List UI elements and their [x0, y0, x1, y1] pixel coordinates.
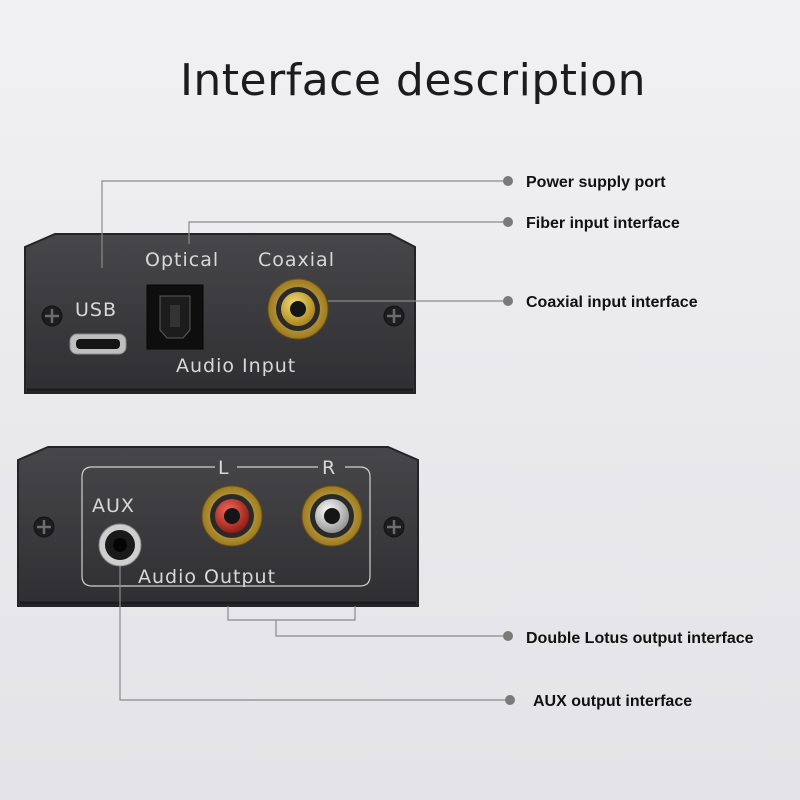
output-frame: [81, 466, 371, 587]
audio-input-label: Audio Input: [176, 355, 296, 377]
coaxial-port-icon: [267, 278, 329, 340]
callout-power-supply: Power supply port: [526, 174, 666, 191]
page-title: Interface description: [180, 55, 646, 106]
screw-icon: [383, 305, 405, 327]
fiber-leader-line: [188, 221, 506, 244]
coaxial-leader-dot: [503, 296, 513, 306]
aux-leader-dot: [505, 695, 515, 705]
callout-double-lotus-output: Double Lotus output interface: [526, 630, 754, 647]
rca-left-port-icon: [201, 485, 263, 547]
aux-leader-line: [119, 566, 508, 701]
aux-jack-icon: [98, 523, 142, 567]
callout-coaxial-input: Coaxial input interface: [526, 294, 698, 311]
leader-lines: [101, 176, 515, 705]
power-leader-line: [101, 180, 506, 268]
rca-right-port-icon: [301, 485, 363, 547]
aux-label: AUX: [92, 495, 135, 517]
optical-label: Optical: [145, 249, 219, 271]
power-leader-dot: [503, 176, 513, 186]
screw-icon: [41, 305, 63, 327]
screw-icon: [33, 516, 55, 538]
usb-label: USB: [75, 299, 117, 321]
lotus-leader-dot: [503, 631, 513, 641]
lotus-bracket: [227, 606, 356, 621]
top-panel: USB Optical Coaxial Audio Input: [24, 233, 416, 394]
optical-port-icon: [146, 284, 204, 350]
micro-usb-port-icon: [69, 333, 127, 355]
right-channel-label: R: [322, 457, 336, 479]
screw-icon: [383, 516, 405, 538]
bottom-panel: L R AUX Audio Output: [17, 446, 419, 607]
lotus-leader-line: [275, 620, 506, 637]
coaxial-label: Coaxial: [258, 249, 335, 271]
audio-output-label: Audio Output: [138, 566, 276, 588]
callout-aux-output: AUX output interface: [533, 693, 692, 710]
fiber-leader-dot: [503, 217, 513, 227]
callout-fiber-input: Fiber input interface: [526, 215, 680, 232]
left-channel-label: L: [218, 457, 230, 479]
